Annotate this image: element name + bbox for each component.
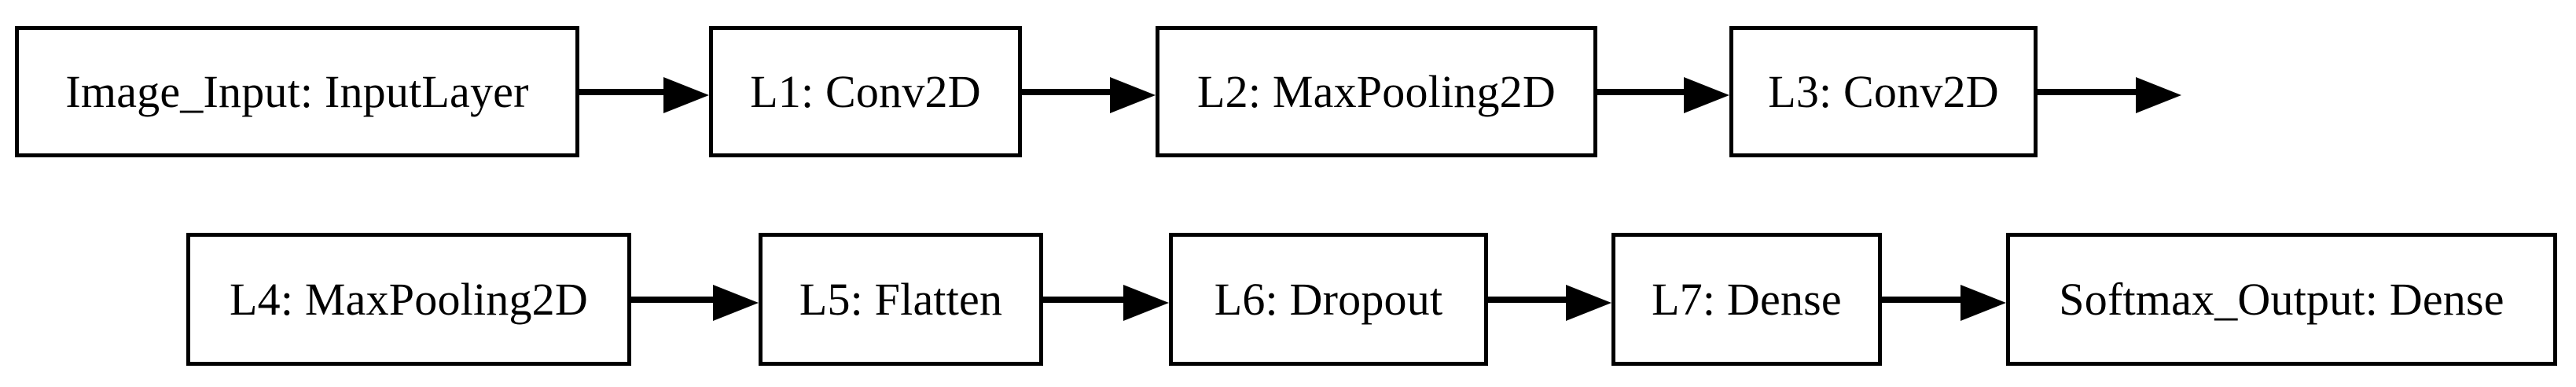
node-label: L2: MaxPooling2D xyxy=(1197,65,1556,117)
node-label: L7: Dense xyxy=(1652,273,1842,325)
node-label: Softmax_Output: Dense xyxy=(2059,273,2504,325)
node-l7[interactable]: L7: Dense xyxy=(1611,233,1882,366)
arrowhead-icon xyxy=(1960,284,2006,321)
edge-line xyxy=(631,296,719,303)
arrowhead-icon xyxy=(2136,76,2181,113)
arrowhead-icon xyxy=(663,76,709,113)
node-label: L1: Conv2D xyxy=(750,65,981,117)
node-l4[interactable]: L4: MaxPooling2D xyxy=(186,233,631,366)
edge-line xyxy=(2038,88,2142,95)
node-label: L4: MaxPooling2D xyxy=(230,273,588,325)
edge-line xyxy=(579,88,670,95)
edge-line xyxy=(1022,88,1116,95)
node-l5[interactable]: L5: Flatten xyxy=(759,233,1043,366)
edge-line xyxy=(1597,88,1690,95)
node-label: L6: Dropout xyxy=(1214,273,1443,325)
node-image_input[interactable]: Image_Input: InputLayer xyxy=(15,26,579,157)
edge-line xyxy=(1043,296,1130,303)
arrowhead-icon xyxy=(713,284,759,321)
arrowhead-icon xyxy=(1123,284,1169,321)
node-l3[interactable]: L3: Conv2D xyxy=(1729,26,2038,157)
node-l2[interactable]: L2: MaxPooling2D xyxy=(1156,26,1597,157)
node-label: L5: Flatten xyxy=(799,273,1003,325)
node-label: L3: Conv2D xyxy=(1768,65,1999,117)
node-softmax_output[interactable]: Softmax_Output: Dense xyxy=(2006,233,2557,366)
arrowhead-icon xyxy=(1110,76,1156,113)
node-l1[interactable]: L1: Conv2D xyxy=(709,26,1022,157)
edge-line xyxy=(1488,296,1572,303)
edge-line xyxy=(1882,296,1967,303)
node-label: Image_Input: InputLayer xyxy=(65,65,529,117)
node-l6[interactable]: L6: Dropout xyxy=(1169,233,1488,366)
arrowhead-icon xyxy=(1684,76,1729,113)
arrowhead-icon xyxy=(1566,284,1611,321)
